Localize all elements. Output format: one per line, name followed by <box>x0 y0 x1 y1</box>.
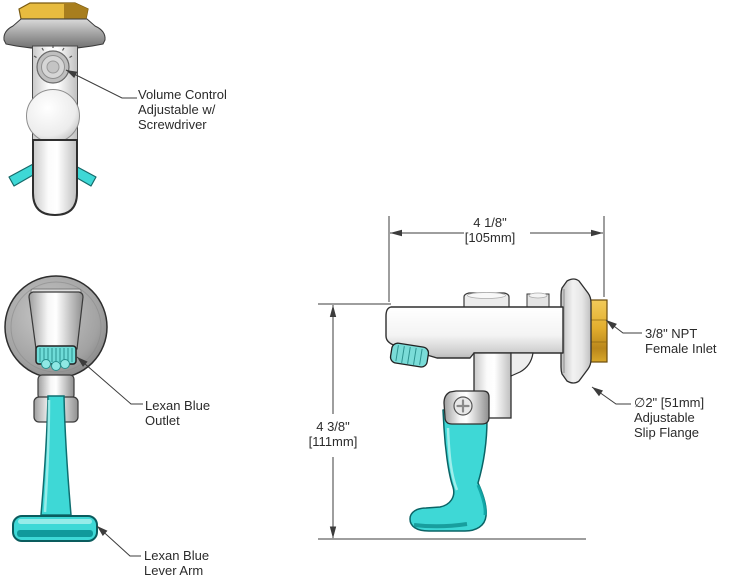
arrowhead <box>66 70 78 78</box>
handle-ball-top <box>26 89 80 143</box>
top-view <box>3 2 106 217</box>
body-capsule-top <box>32 139 78 217</box>
dimension-mm: [105mm] <box>464 230 516 245</box>
paddle-shadow <box>17 530 93 537</box>
dial-screw <box>46 60 60 74</box>
knurl-texture <box>39 348 73 362</box>
arrowhead <box>606 320 617 330</box>
callout-lexan-lever: Lexan Blue Lever Arm <box>144 548 209 577</box>
callout-line: Lever Arm <box>144 563 204 577</box>
dimension-width-lines <box>388 216 605 302</box>
lever-shaft-highlight <box>43 399 51 513</box>
dimension-height-lines <box>318 303 586 540</box>
aerator-hole <box>51 361 61 371</box>
bonnet-front <box>28 291 84 350</box>
callout-line: Adjustable w/ <box>138 102 216 117</box>
paddle-highlight <box>18 519 92 524</box>
dimension-height-text: 4 3/8" [111mm] <box>295 419 371 449</box>
callout-line: Volume Control <box>138 87 227 102</box>
arrowhead <box>77 357 88 367</box>
gusset-side <box>510 352 534 377</box>
lever-hook-highlight <box>446 427 459 491</box>
leader-lever-arm <box>96 525 141 557</box>
callout-lexan-outlet: Lexan Blue Outlet <box>145 398 210 428</box>
leader-volume-control <box>65 69 137 99</box>
callout-line: Slip Flange <box>634 425 700 440</box>
valve-cylinder-side <box>473 352 512 419</box>
slip-flange-side <box>560 278 592 384</box>
lever-foot-shade <box>413 522 468 529</box>
callout-line: Screwdriver <box>138 117 207 132</box>
top-cap-large-face <box>467 292 506 299</box>
callout-line: Outlet <box>145 413 180 428</box>
outlet-knurl-side <box>389 342 430 368</box>
arrowhead <box>97 526 108 536</box>
lever-hook-side <box>409 409 488 532</box>
dimension-inches: 4 3/8" <box>316 419 350 434</box>
callout-line: Female Inlet <box>645 341 717 356</box>
callout-npt-inlet: 3/8" NPT Female Inlet <box>645 326 717 356</box>
screw-cross <box>456 399 470 413</box>
callout-line: Lexan Blue <box>144 548 210 563</box>
flange-rim <box>10 281 102 373</box>
lever-hook-shade <box>476 484 487 516</box>
aerator-hole <box>60 359 70 369</box>
body-side <box>385 306 564 359</box>
aerator-hole <box>41 359 51 369</box>
callout-slip-flange: ∅2" [51mm] Adjustable Slip Flange <box>634 395 704 440</box>
callout-line: Lexan Blue <box>145 398 211 413</box>
hex-nut-facet <box>64 3 88 19</box>
dial-ticks <box>33 45 73 59</box>
dimension-width-text: 4 1/8" [105mm] <box>445 215 535 245</box>
side-view <box>385 278 608 532</box>
dimension-mm: [111mm] <box>308 434 358 449</box>
callout-line: ∅2" [51mm] <box>634 395 705 410</box>
leader-lines <box>65 69 642 557</box>
arrowhead <box>592 387 603 397</box>
dimension-inches: 4 1/8" <box>473 215 507 230</box>
top-cap-small-face <box>528 292 548 299</box>
callout-line: Adjustable <box>634 410 695 425</box>
front-view <box>4 275 108 542</box>
flange-bowl-top <box>3 18 106 50</box>
leader-outlet <box>76 356 143 405</box>
callout-line: 3/8" NPT <box>645 326 698 341</box>
callout-volume-control: Volume Control Adjustable w/ Screwdriver <box>138 87 227 132</box>
